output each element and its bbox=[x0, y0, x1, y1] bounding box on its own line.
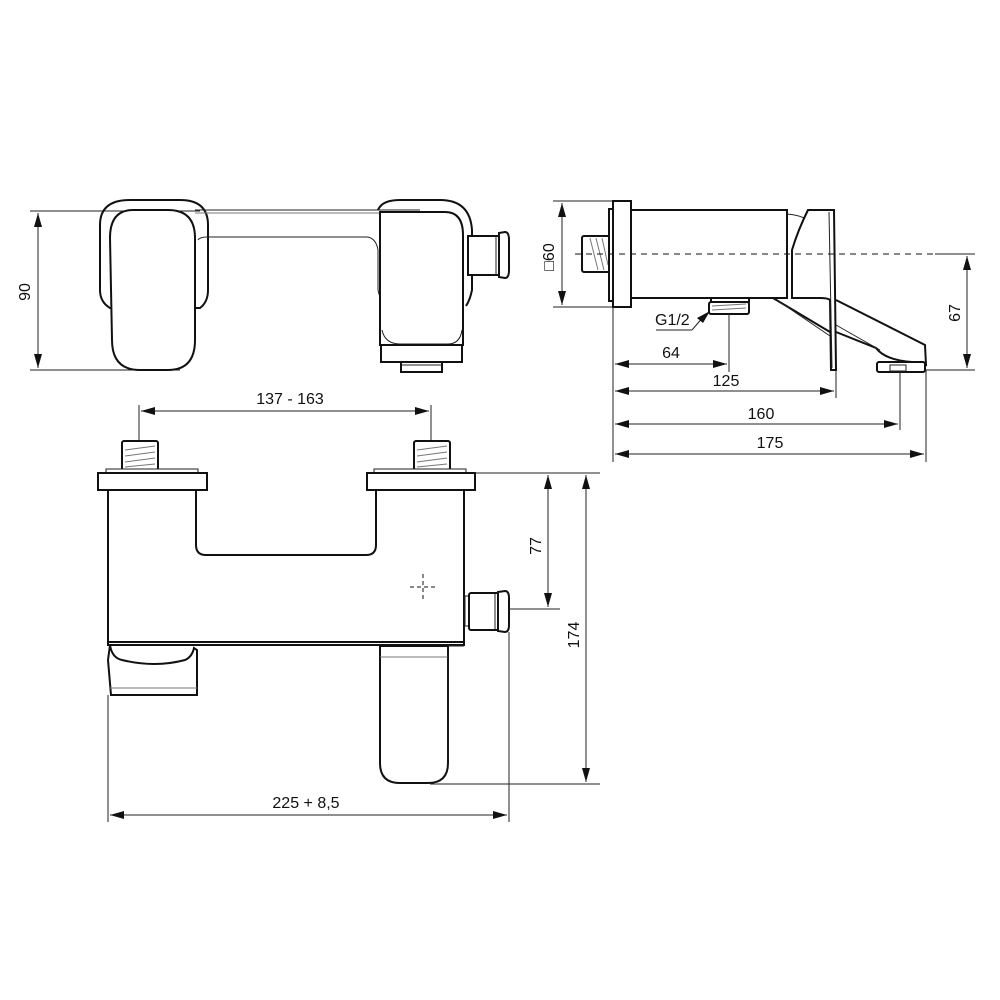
dim-flange-square-60: □60 bbox=[541, 243, 558, 271]
dim-spout-outlet-160: 160 bbox=[748, 406, 775, 423]
top-view: 90 bbox=[17, 199, 510, 373]
thread-label-g12: G1/2 bbox=[655, 312, 690, 329]
dim-height-90: 90 bbox=[17, 283, 34, 301]
dim-lever-depth-125: 125 bbox=[713, 373, 740, 390]
dim-outlet-height-77: 77 bbox=[528, 537, 545, 555]
dim-total-height-174: 174 bbox=[566, 622, 583, 649]
front-view: 137 - 163 bbox=[97, 391, 600, 822]
dim-total-width: 225 + 8,5 bbox=[272, 795, 339, 812]
dim-spout-drop-67: 67 bbox=[947, 304, 964, 322]
dim-inlet-centers: 137 - 163 bbox=[256, 391, 324, 408]
dim-outlet-offset-64: 64 bbox=[662, 345, 680, 362]
side-view: □60 G1/2 bbox=[541, 200, 975, 462]
dim-total-depth-175: 175 bbox=[757, 435, 784, 452]
